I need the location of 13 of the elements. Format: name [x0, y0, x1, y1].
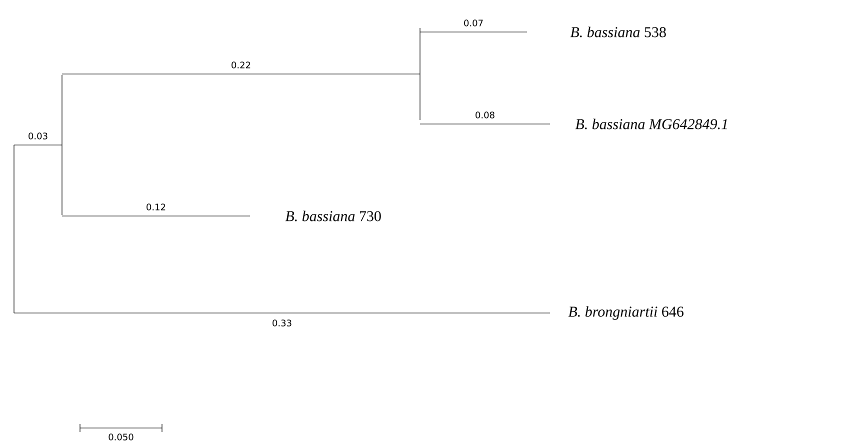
tree-branch [14, 312, 550, 314]
branch-length: 0.22 [232, 62, 250, 68]
leaf-label: B. brongniartii 646 [568, 306, 684, 320]
leaf-label: B. bassiana 730 [285, 210, 381, 222]
branch-length: 0.07 [464, 20, 483, 26]
branch-length: 0.33 [272, 320, 292, 326]
scale-label: 0.050 [108, 434, 134, 440]
branch-length: 0.08 [476, 112, 494, 118]
branch-length: 0.03 [28, 132, 48, 140]
branch-length: 0.12 [146, 204, 166, 210]
leaf-label: B. bassiana 538 [570, 26, 666, 38]
tree-branch [14, 144, 62, 146]
leaf-label: B. bassiana MG642849.1 [575, 118, 727, 130]
